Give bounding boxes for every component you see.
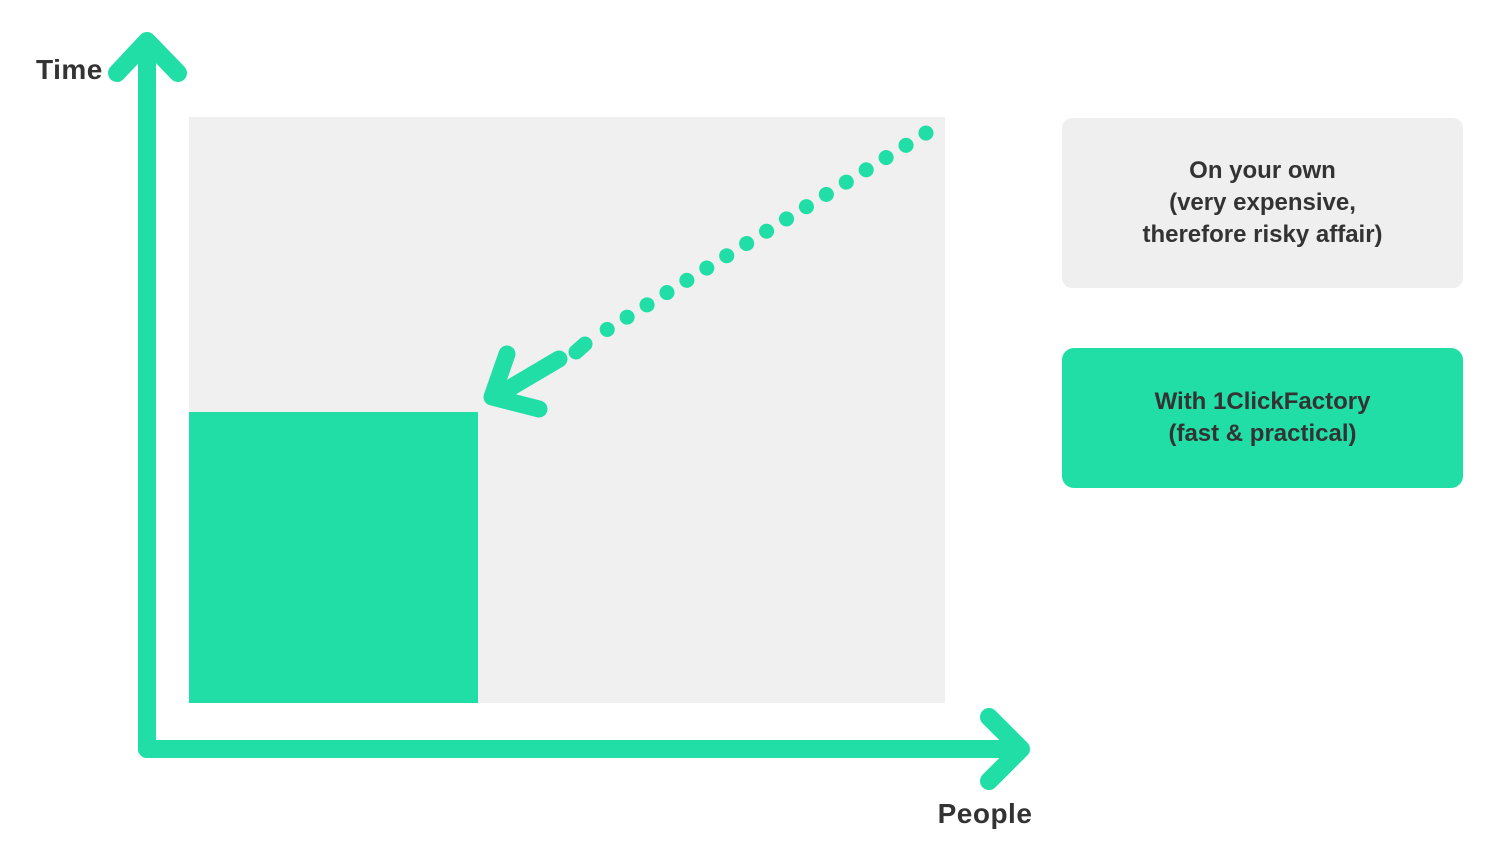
legend-on-your-own-line1: On your own — [1189, 157, 1336, 184]
x-axis-arrowhead-icon — [980, 708, 1030, 790]
legend-with-1clickfactory-line2: (fast & practical) — [1168, 420, 1357, 447]
with-1clickfactory-region — [189, 412, 478, 703]
x-axis-label: People — [937, 798, 1033, 829]
legend-on-your-own-line2: (very expensive, — [1169, 189, 1356, 216]
legend-with-1clickfactory-line1: With 1ClickFactory — [1154, 388, 1371, 415]
legend-on-your-own-line3: therefore risky affair) — [1142, 221, 1383, 248]
legend-on-your-own: On your own (very expensive, therefore r… — [1062, 118, 1463, 288]
y-axis-arrowhead-icon — [108, 32, 187, 82]
y-axis-label: Time — [36, 54, 103, 85]
legend-with-1clickfactory: With 1ClickFactory (fast & practical) — [1062, 348, 1463, 488]
